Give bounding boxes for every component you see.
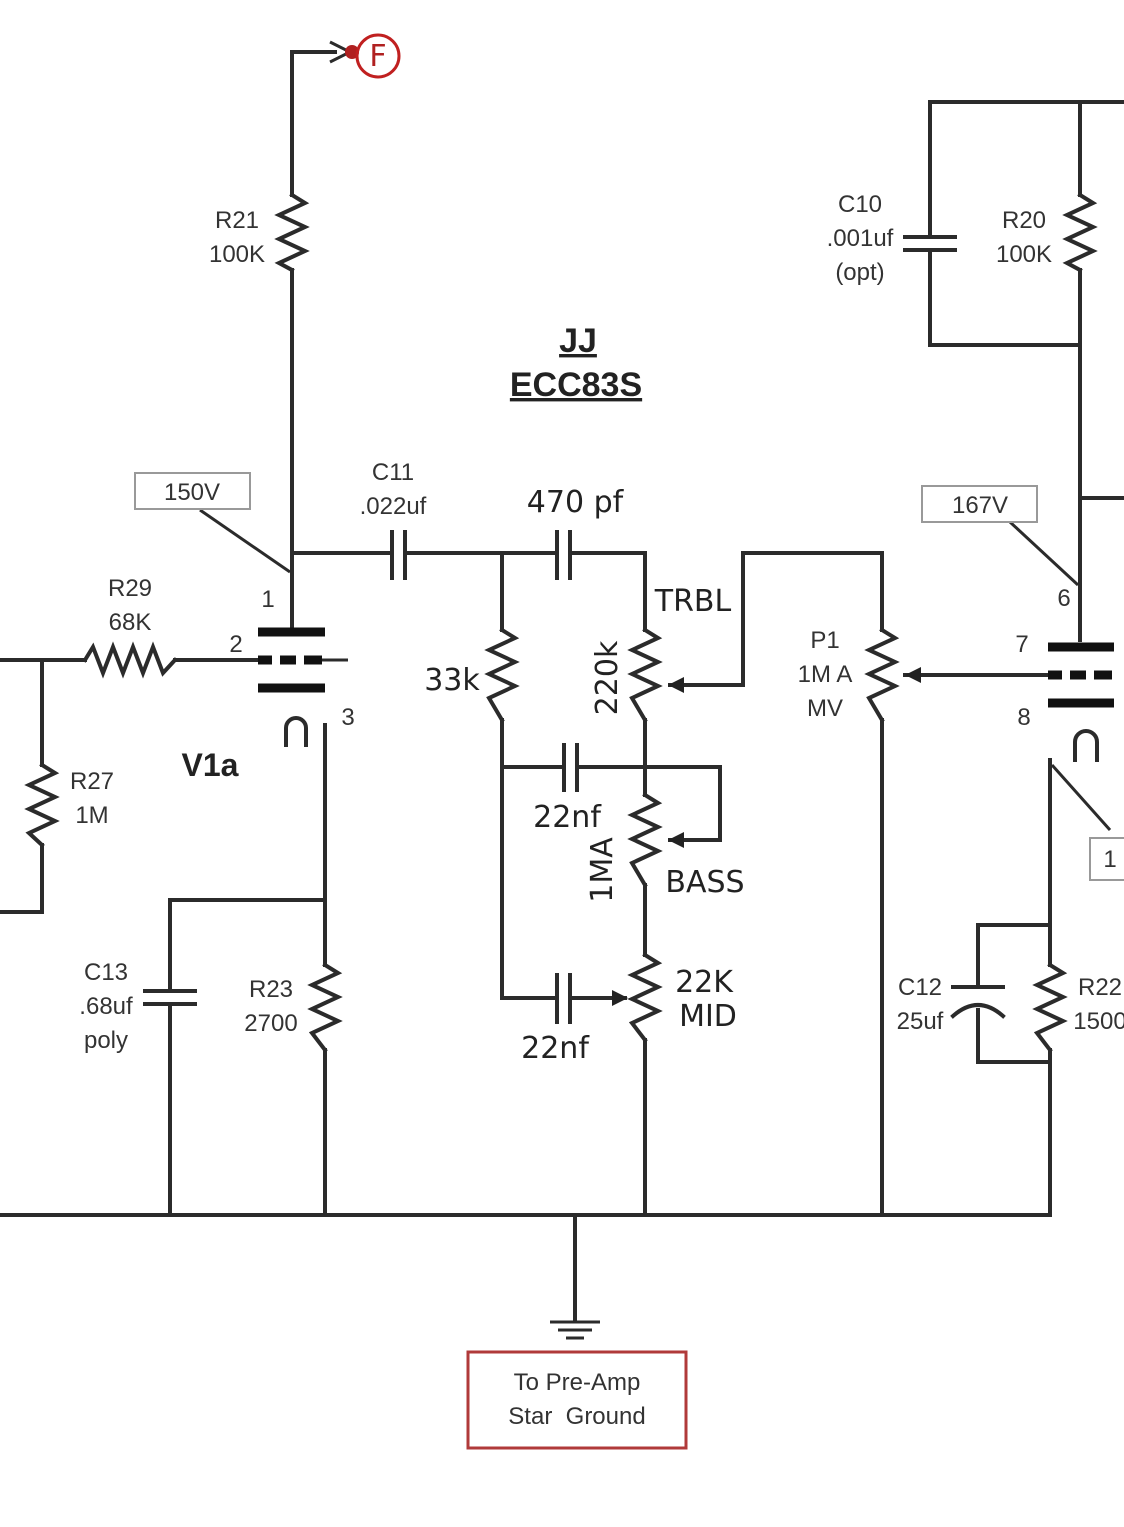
treble-cap-value: 470 pf <box>527 485 625 520</box>
p1-label: MV <box>807 695 843 722</box>
mid-pot-value: 22K <box>675 965 734 1000</box>
v1a-plate-voltage: 150V <box>164 479 220 506</box>
bass-pot-value: 1MA <box>585 837 620 903</box>
r29-name: R29 <box>108 575 152 602</box>
bass-capacitor <box>562 743 579 792</box>
r23-resistor <box>307 962 343 1053</box>
r21-value: 100K <box>209 241 265 268</box>
connector-f-label: F <box>369 39 386 74</box>
p1-name: P1 <box>810 627 839 654</box>
pin-3: 3 <box>341 704 354 731</box>
pin-1: 1 <box>261 586 274 613</box>
c13-value: .68uf <box>79 993 133 1020</box>
c10-name: C10 <box>838 191 882 218</box>
v1a-triode <box>258 627 348 747</box>
bass-cap-value: 22nf <box>533 800 602 835</box>
ground-note-line1: To Pre-Amp <box>514 1369 641 1396</box>
c12-capacitor <box>950 985 1006 1019</box>
r33k-value: 33k <box>424 663 480 698</box>
tube-type-title-line2: ECC83S <box>510 366 642 404</box>
c12-value: 25uf <box>897 1008 944 1035</box>
treble-wiper-arrow <box>668 677 684 693</box>
v1b-cathode-leader <box>1050 764 1112 831</box>
r21-name: R21 <box>215 207 259 234</box>
c11-value: .022uf <box>360 493 427 520</box>
pin-8: 8 <box>1017 704 1030 731</box>
bass-wiper-arrow <box>668 832 684 848</box>
bass-label: BASS <box>665 865 744 900</box>
v1a-label: V1a <box>182 747 239 783</box>
p1-wiper-arrow <box>905 667 921 683</box>
r20-resistor <box>1062 192 1098 273</box>
mid-wiper-arrow <box>612 990 628 1006</box>
v1b-cathode-voltage: 1 <box>1103 846 1116 873</box>
r22-name: R22 <box>1078 974 1122 1001</box>
r22-value: 1500 <box>1073 1008 1124 1035</box>
pin-7: 7 <box>1015 631 1028 658</box>
v1b-voltage-leader <box>1008 520 1080 587</box>
c13-capacitor <box>143 989 197 1006</box>
mid-pot <box>627 952 663 1043</box>
r27-name: R27 <box>70 768 114 795</box>
v1b-plate-voltage: 167V <box>952 492 1008 519</box>
r27-resistor <box>24 762 60 848</box>
c12-name: C12 <box>898 974 942 1001</box>
c11-capacitor <box>390 530 407 580</box>
p1-value: 1M A <box>798 661 853 688</box>
v1b-plate-voltage-box <box>921 485 1038 523</box>
treble-label: TRBL <box>654 584 732 619</box>
r23-value: 2700 <box>244 1010 297 1037</box>
c10-capacitor <box>903 235 957 252</box>
pin-2: 2 <box>229 631 242 658</box>
mid-label: MID <box>679 999 737 1034</box>
v1a-plate-voltage-box <box>134 472 251 510</box>
bass-pot <box>627 792 663 888</box>
p1-pot <box>864 627 900 723</box>
wires <box>0 40 1124 1340</box>
r27-value: 1M <box>75 802 108 829</box>
connector-f: F <box>345 33 401 79</box>
c10-value: .001uf <box>827 225 894 252</box>
r22-resistor <box>1032 962 1068 1053</box>
c13-note: poly <box>84 1027 128 1054</box>
r29-resistor <box>82 641 178 679</box>
v1b-triode <box>1048 642 1114 762</box>
r21-resistor <box>274 192 310 273</box>
v1a-voltage-leader <box>199 508 291 574</box>
c470pf-capacitor <box>555 530 572 580</box>
ground-note-box <box>466 1350 688 1450</box>
treble-pot <box>627 627 663 723</box>
v1b-cathode-voltage-box <box>1089 837 1124 881</box>
c11-name: C11 <box>372 459 414 486</box>
c13-name: C13 <box>84 959 128 986</box>
ground-note-line2: Star Ground <box>508 1403 645 1430</box>
r33k-resistor <box>484 627 520 723</box>
r20-name: R20 <box>1002 207 1046 234</box>
r20-value: 100K <box>996 241 1052 268</box>
r29-value: 68K <box>109 609 152 636</box>
pin-6: 6 <box>1057 585 1070 612</box>
mid-capacitor <box>555 973 572 1024</box>
r23-name: R23 <box>249 976 293 1003</box>
mid-cap-value: 22nf <box>521 1031 590 1066</box>
c10-note: (opt) <box>835 259 884 286</box>
treble-pot-value: 220k <box>590 640 625 715</box>
tube-type-title-line1: JJ <box>559 322 597 360</box>
